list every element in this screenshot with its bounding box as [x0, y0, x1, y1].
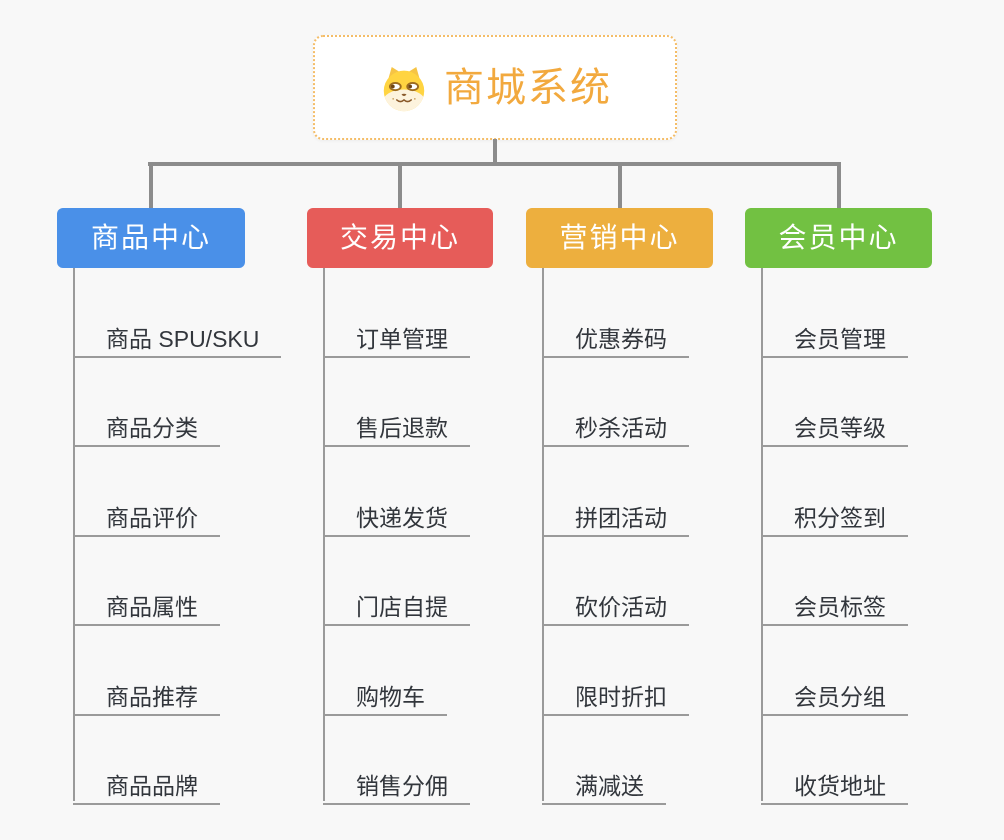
- child-node[interactable]: 收货地址: [761, 763, 908, 805]
- child-node[interactable]: 砍价活动: [542, 584, 689, 626]
- branch-label: 交易中心: [339, 222, 460, 253]
- child-node[interactable]: 会员等级: [761, 405, 908, 447]
- child-node[interactable]: 商品分类: [73, 405, 220, 447]
- branch-label: 商品中心: [90, 222, 211, 253]
- child-node[interactable]: 商品评价: [73, 495, 220, 537]
- child-node[interactable]: 优惠券码: [542, 316, 689, 358]
- child-node[interactable]: 积分签到: [761, 495, 908, 537]
- branch-children-line: [761, 268, 763, 801]
- child-node[interactable]: 满减送: [542, 763, 666, 805]
- connector-root-stem: [493, 139, 497, 164]
- root-title: 商城系统: [444, 65, 612, 110]
- branch-node-4[interactable]: 会员中心: [745, 208, 932, 268]
- branch-children-line: [73, 268, 75, 801]
- child-node[interactable]: 购物车: [323, 674, 447, 716]
- branch-node-3[interactable]: 营销中心: [526, 208, 713, 268]
- child-node[interactable]: 快递发货: [323, 495, 470, 537]
- child-node[interactable]: 秒杀活动: [542, 405, 689, 447]
- branch-node-2[interactable]: 交易中心: [307, 208, 493, 268]
- child-node[interactable]: 会员管理: [761, 316, 908, 358]
- dog-face-icon: [383, 66, 425, 111]
- branch-node-1[interactable]: 商品中心: [57, 208, 245, 268]
- connector-branch-drop: [836, 162, 841, 210]
- branch-label: 会员中心: [778, 222, 899, 253]
- child-node[interactable]: 商品属性: [73, 584, 220, 626]
- child-node[interactable]: 订单管理: [323, 316, 470, 358]
- child-node[interactable]: 商品品牌: [73, 763, 220, 805]
- connector-branch-drop: [617, 162, 622, 210]
- branch-children-line: [323, 268, 325, 801]
- root-node[interactable]: 商城系统: [313, 35, 677, 140]
- child-node[interactable]: 商品推荐: [73, 674, 220, 716]
- child-node[interactable]: 会员分组: [761, 674, 908, 716]
- child-node[interactable]: 限时折扣: [542, 674, 689, 716]
- child-node[interactable]: 拼团活动: [542, 495, 689, 537]
- branch-children-line: [542, 268, 544, 801]
- child-node[interactable]: 门店自提: [323, 584, 470, 626]
- connector-branch-drop: [398, 162, 402, 210]
- connector-branch-drop: [149, 162, 153, 210]
- child-node[interactable]: 销售分佣: [323, 763, 470, 805]
- child-node[interactable]: 售后退款: [323, 405, 470, 447]
- child-node[interactable]: 会员标签: [761, 584, 908, 626]
- connector-bus: [148, 162, 840, 166]
- branch-label: 营销中心: [559, 222, 680, 253]
- child-node[interactable]: 商品 SPU/SKU: [73, 316, 282, 358]
